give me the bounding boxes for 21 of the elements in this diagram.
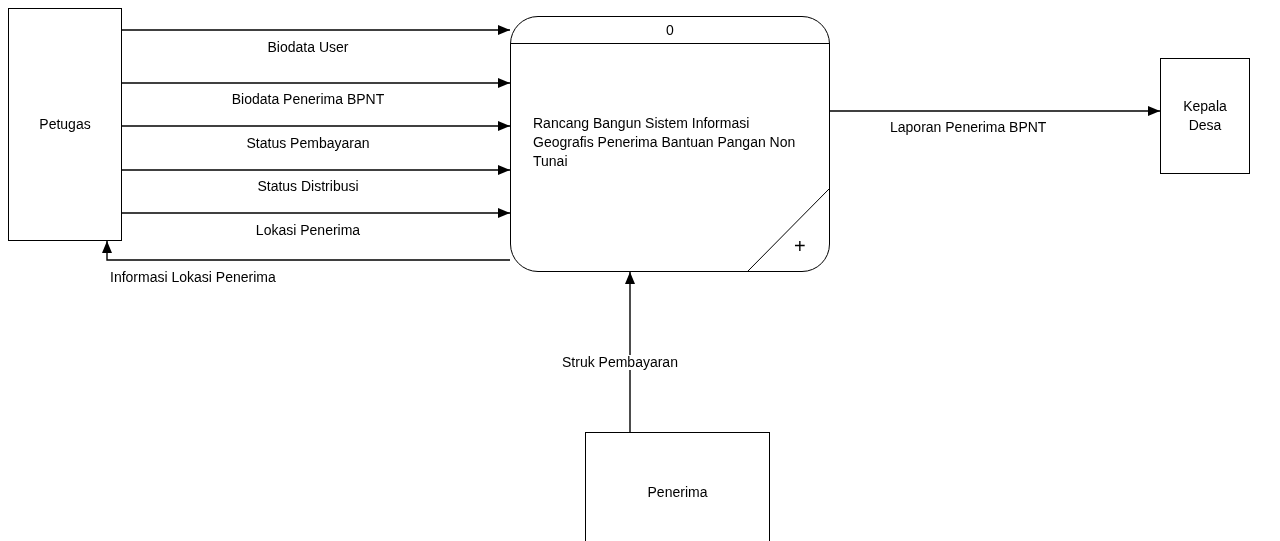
arrow [121, 25, 511, 35]
arrow [102, 240, 511, 261]
entity-name: Kepala Desa [1182, 97, 1228, 135]
arrow [121, 121, 511, 131]
entity-name: Penerima [647, 482, 708, 502]
arrow [625, 271, 635, 433]
entity-box [1160, 58, 1250, 174]
edge-label: Struk Pembayaran [562, 355, 678, 371]
entity-name: Petugas [39, 115, 91, 134]
process-number: 0 [666, 20, 674, 40]
arrow [121, 165, 511, 175]
expand-mark: + [794, 236, 806, 256]
arrow [121, 78, 511, 88]
entity-box [8, 8, 122, 241]
entity-box [585, 432, 770, 541]
arrow [829, 106, 1161, 116]
edge-label: Status Pembayaran [246, 136, 370, 152]
edge-label: Laporan Penerima BPNT [890, 120, 1047, 136]
process-box [510, 16, 830, 272]
process-name: Rancang Bangun Sistem Informasi Geografis Penerima Bantuan Pangan Non Tunai [533, 114, 797, 171]
arrow [121, 208, 511, 218]
